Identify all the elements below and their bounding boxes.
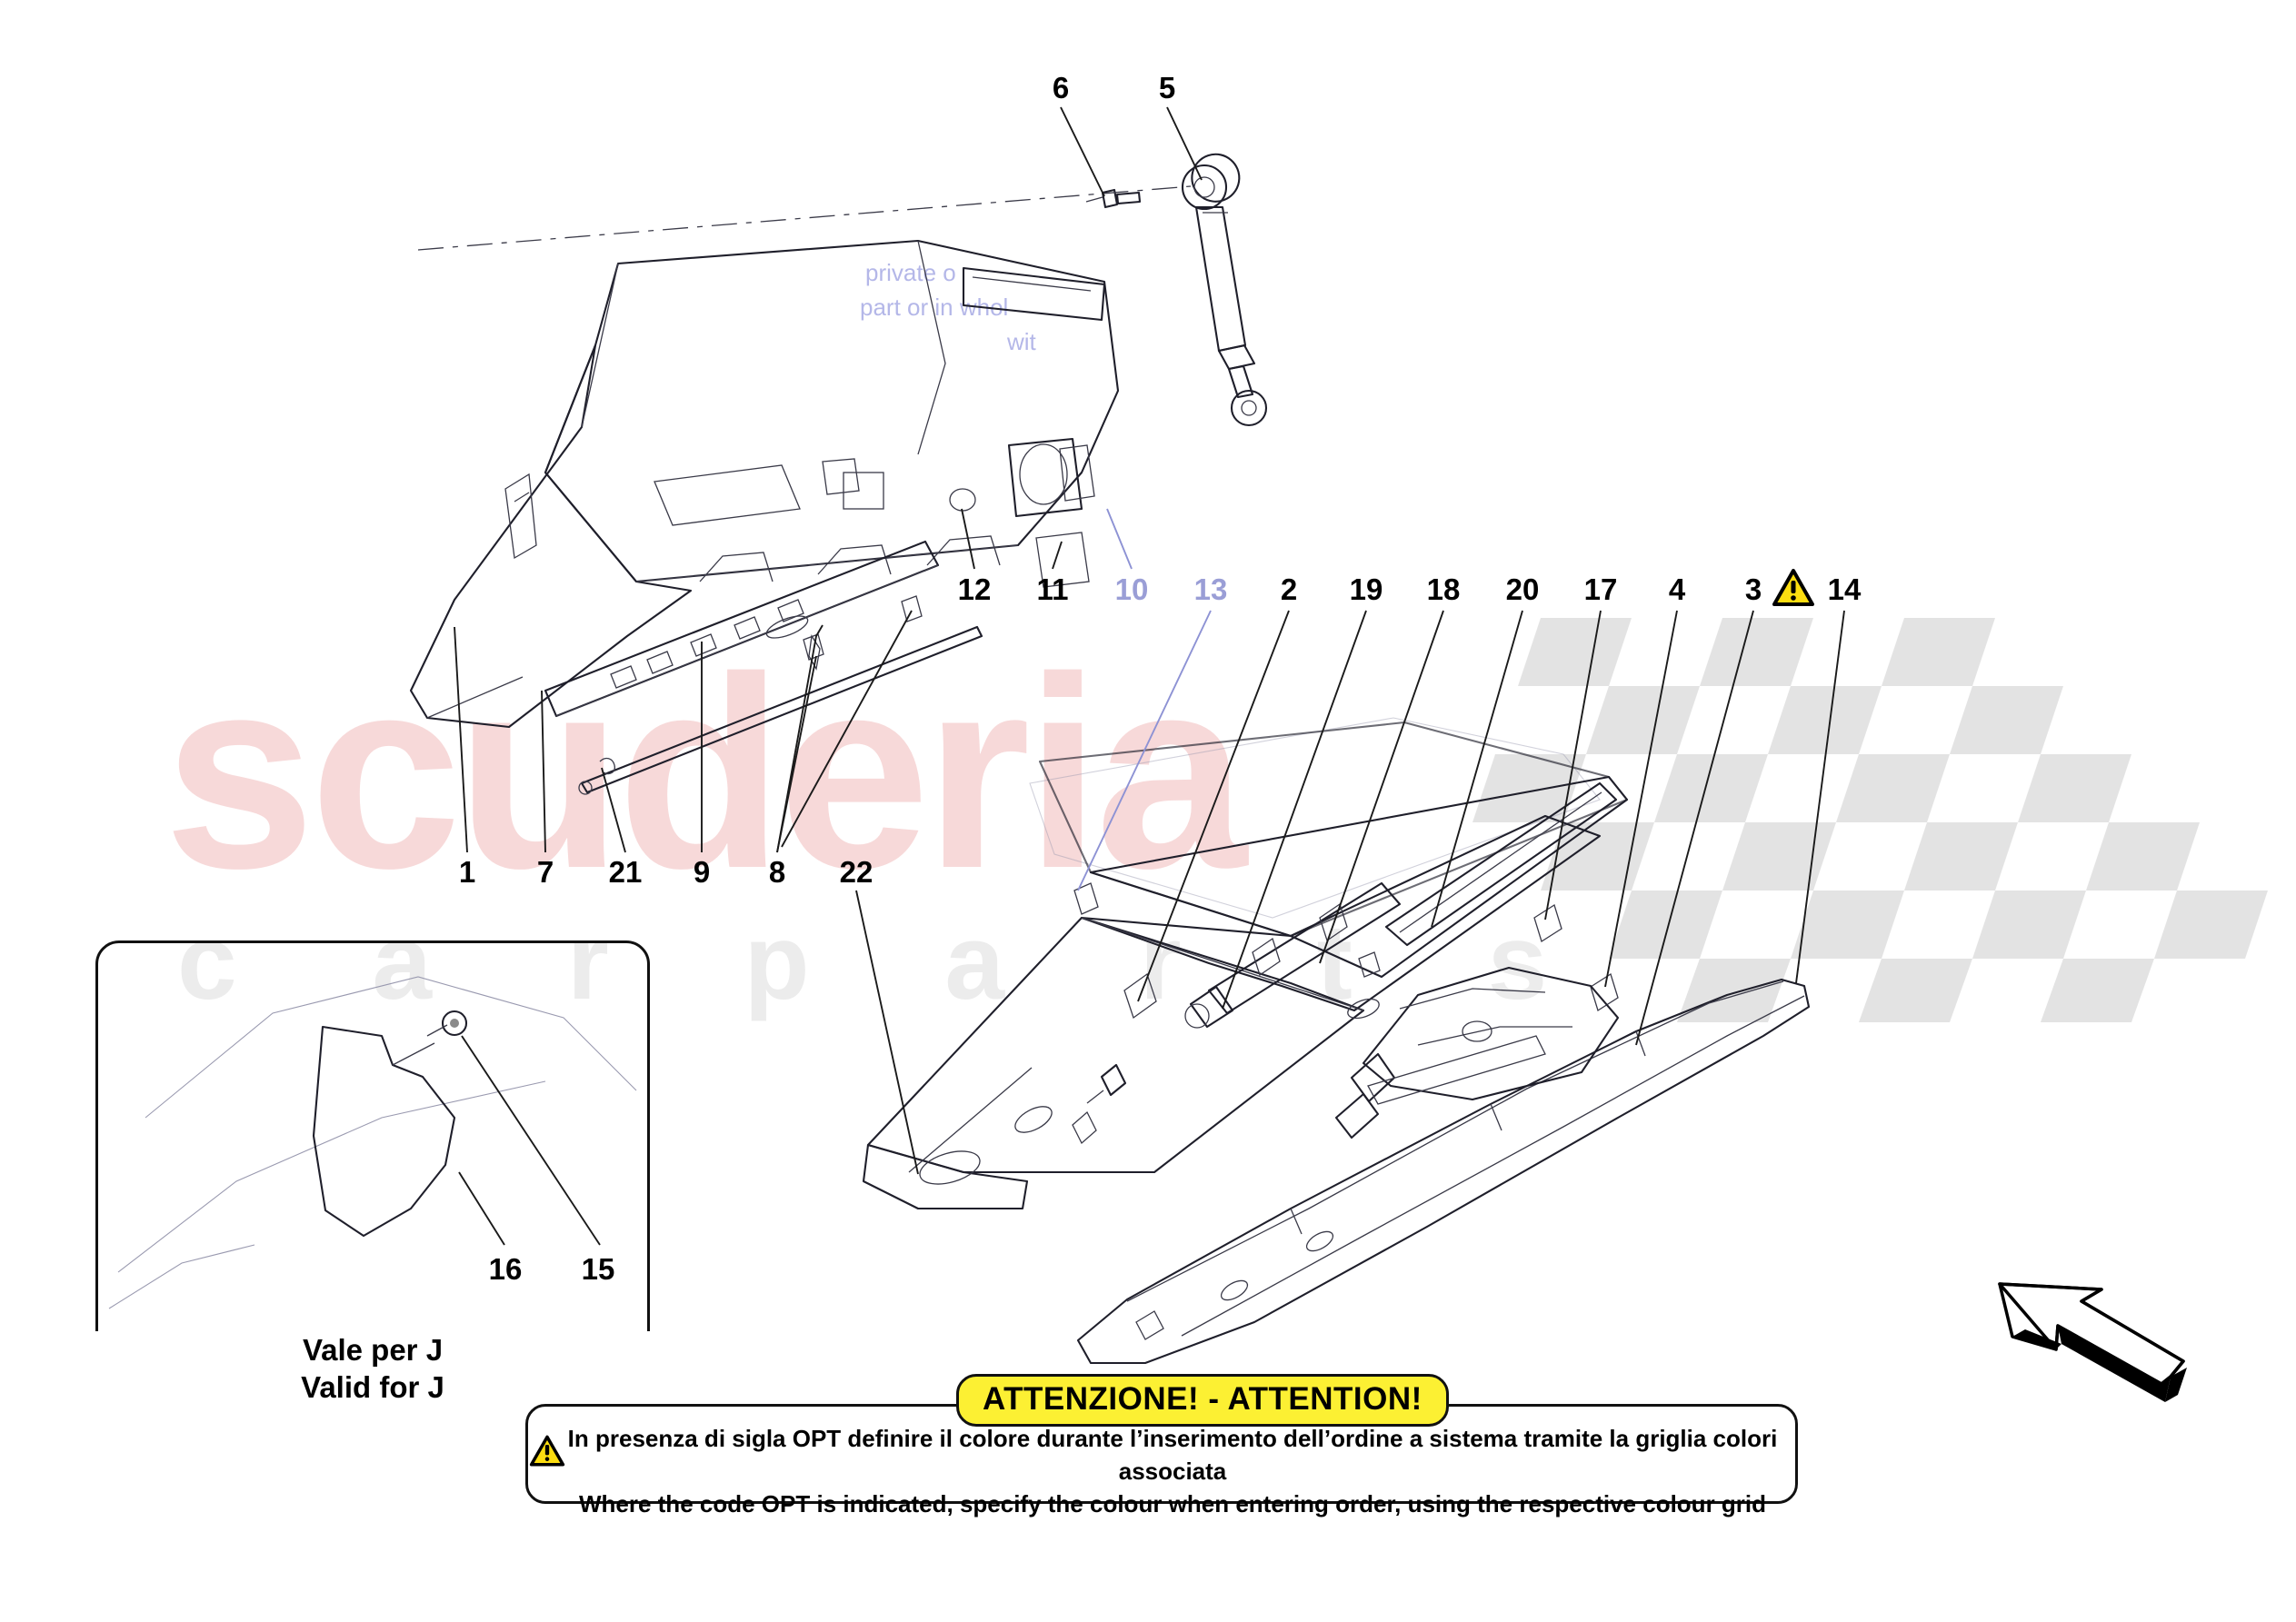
callout-12: 12	[957, 572, 992, 606]
callout-15: 15	[581, 1252, 615, 1286]
warning-triangle-icon	[1772, 569, 1814, 606]
checkered-flag-watermark	[1472, 618, 2268, 1022]
callout-1: 1	[458, 855, 476, 889]
callout-19: 19	[1349, 572, 1383, 606]
leader-19	[1222, 610, 1367, 1010]
watermark-notice-line1: private o	[865, 259, 956, 286]
callout-8: 8	[768, 855, 786, 889]
watermark-notice-line2: part or in whol	[860, 294, 1009, 321]
callout-13: 13	[1193, 572, 1228, 606]
leader-10	[1106, 508, 1133, 570]
callout-14: 14	[1827, 572, 1862, 606]
leader-4	[1604, 610, 1678, 988]
direction-arrow-icon	[1998, 1282, 2187, 1402]
leader-1	[454, 626, 468, 853]
leader-22	[855, 890, 919, 1175]
callout-3: 3	[1744, 572, 1762, 606]
callout-16: 16	[488, 1252, 523, 1286]
leader-7	[541, 690, 546, 853]
callout-18: 18	[1426, 572, 1461, 606]
callout-20: 20	[1505, 572, 1540, 606]
callout-21: 21	[608, 855, 643, 889]
callout-22: 22	[839, 855, 873, 889]
leader-5	[1166, 106, 1203, 181]
part-small-bracket	[1072, 966, 1620, 1145]
part-glovebox-lid	[862, 721, 1629, 1210]
callout-11: 11	[1036, 572, 1069, 606]
callout-5: 5	[1158, 71, 1176, 104]
attention-line-it: In presenza di sigla OPT definire il col…	[567, 1425, 1778, 1485]
callout-10: 10	[1114, 572, 1149, 606]
part-ghost-cover	[1029, 717, 1601, 919]
leader-6	[1060, 106, 1105, 197]
callout-7: 7	[536, 855, 554, 889]
leader-3	[1635, 610, 1754, 1046]
part-hinge-rail	[544, 540, 983, 795]
centreline	[417, 185, 1192, 251]
inset-caption-en: Valid for J	[301, 1370, 444, 1405]
leader-18	[1319, 610, 1444, 964]
callout-17: 17	[1583, 572, 1618, 606]
part-bolt-6	[1085, 188, 1142, 209]
leader-12	[961, 508, 975, 570]
leader-14	[1795, 610, 1845, 984]
leader-11	[1052, 541, 1063, 570]
leader-20	[1431, 610, 1523, 928]
leader-21	[601, 767, 626, 853]
leader-8a	[776, 655, 817, 853]
callout-6: 6	[1052, 71, 1070, 104]
leader-13	[1077, 610, 1212, 891]
callout-2: 2	[1280, 572, 1298, 606]
leader-8c	[781, 610, 913, 848]
inset-panel-valid-for-j	[95, 940, 650, 1368]
attention-line-en: Where the code OPT is indicated, specify…	[578, 1489, 1767, 1518]
part-handle-trim-yellow	[1076, 978, 1811, 1365]
leader-8b	[776, 624, 824, 853]
callout-9: 9	[693, 855, 711, 889]
leader-2	[1137, 610, 1290, 1002]
attention-body-text: In presenza di sigla OPT definire il col…	[564, 1423, 1782, 1521]
callout-4: 4	[1668, 572, 1686, 606]
part-gas-strut	[1181, 153, 1268, 427]
part-glovebox-housing	[409, 239, 1120, 729]
attention-tab-label: ATTENZIONE! - ATTENTION!	[956, 1374, 1449, 1427]
watermark-notice-line3: wit	[1007, 328, 1036, 355]
leader-17	[1544, 610, 1602, 920]
attention-warning-icon	[529, 1435, 565, 1467]
